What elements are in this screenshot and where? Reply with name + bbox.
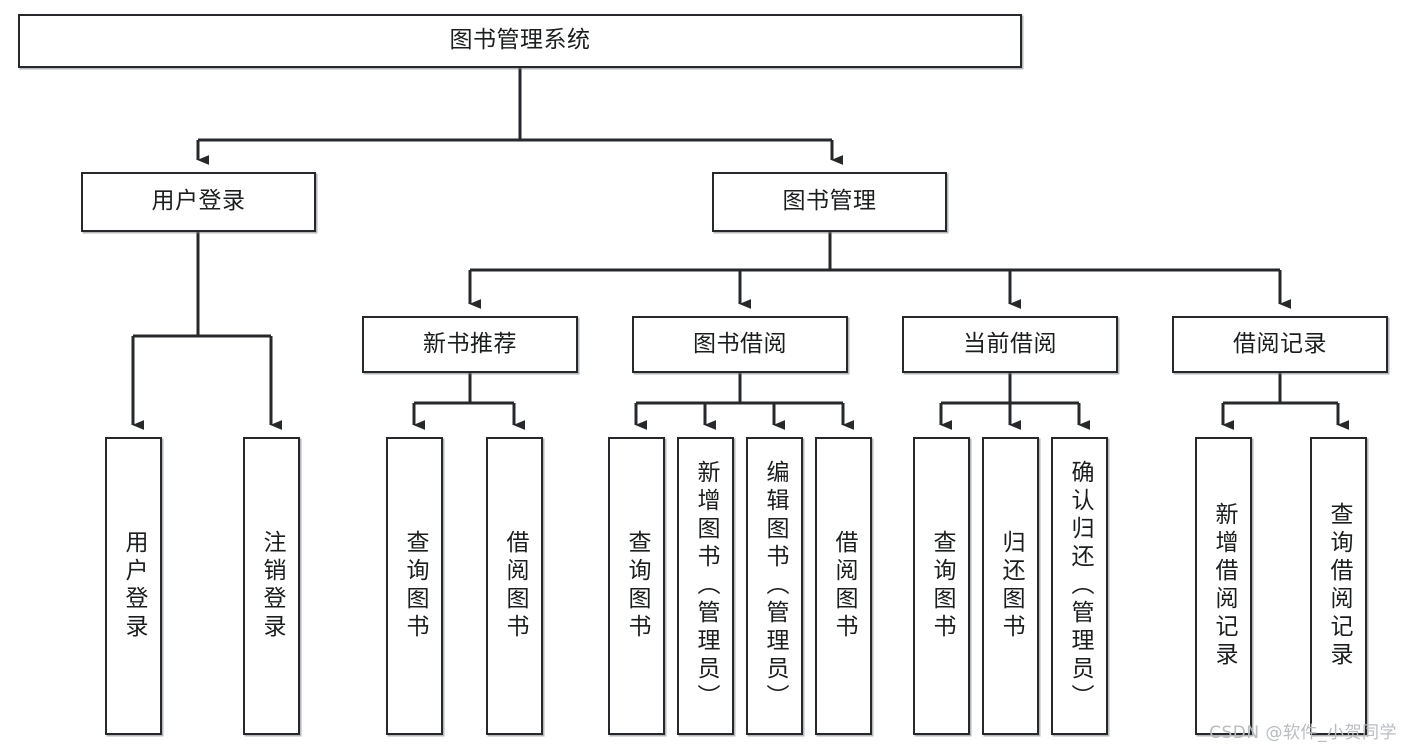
node-root-book-management-system[interactable]: 图书管理系统 (18, 14, 1022, 68)
node-book-borrow[interactable]: 图书借阅 (632, 316, 848, 373)
node-label: 查询借阅记录 (1326, 502, 1352, 670)
node-label: 新书推荐 (423, 330, 517, 357)
leaf-user-login-signin[interactable]: 用户登录 (105, 437, 162, 735)
leaf-current-borrow-query[interactable]: 查询图书 (913, 437, 970, 735)
leaf-new-book-query[interactable]: 查询图书 (386, 437, 443, 735)
leaf-book-borrow-add-admin[interactable]: 新增图书（管理员） (677, 437, 734, 735)
leaf-user-login-signout[interactable]: 注销登录 (243, 437, 300, 735)
node-label: 注销登录 (259, 530, 285, 642)
node-label: 借阅记录 (1233, 330, 1327, 357)
node-label: 编辑图书（管理员） (762, 460, 788, 712)
node-label: 当前借阅 (963, 330, 1057, 357)
leaf-book-borrow-borrow[interactable]: 借阅图书 (815, 437, 872, 735)
leaf-new-book-borrow[interactable]: 借阅图书 (486, 437, 543, 735)
node-label: 新增借阅记录 (1211, 502, 1237, 670)
node-label: 用户登录 (121, 530, 147, 642)
node-book-management[interactable]: 图书管理 (712, 172, 947, 232)
node-label: 图书管理系统 (449, 27, 591, 54)
node-current-borrow[interactable]: 当前借阅 (902, 316, 1118, 373)
node-label: 借阅图书 (831, 530, 857, 642)
node-new-book-recommend[interactable]: 新书推荐 (362, 316, 578, 373)
csdn-watermark: CSDN @软件_小贺同学 (1209, 723, 1397, 743)
leaf-borrow-record-add[interactable]: 新增借阅记录 (1195, 437, 1252, 735)
node-label: 查询图书 (624, 530, 650, 642)
node-label: 查询图书 (929, 530, 955, 642)
leaf-book-borrow-query[interactable]: 查询图书 (608, 437, 665, 735)
node-label: 用户登录 (151, 188, 246, 215)
node-label: 确认归还（管理员） (1067, 460, 1093, 712)
node-label: 新增图书（管理员） (693, 460, 719, 712)
leaf-current-borrow-confirm-admin[interactable]: 确认归还（管理员） (1051, 437, 1108, 735)
node-user-login[interactable]: 用户登录 (81, 172, 316, 232)
node-borrow-record[interactable]: 借阅记录 (1172, 316, 1388, 373)
node-label: 归还图书 (998, 530, 1024, 642)
node-label: 图书管理 (782, 188, 877, 215)
node-label: 查询图书 (402, 530, 428, 642)
node-label: 借阅图书 (502, 530, 528, 642)
node-label: 图书借阅 (693, 330, 787, 357)
leaf-book-borrow-edit-admin[interactable]: 编辑图书（管理员） (746, 437, 803, 735)
leaf-current-borrow-return[interactable]: 归还图书 (982, 437, 1039, 735)
leaf-borrow-record-query[interactable]: 查询借阅记录 (1310, 437, 1367, 735)
